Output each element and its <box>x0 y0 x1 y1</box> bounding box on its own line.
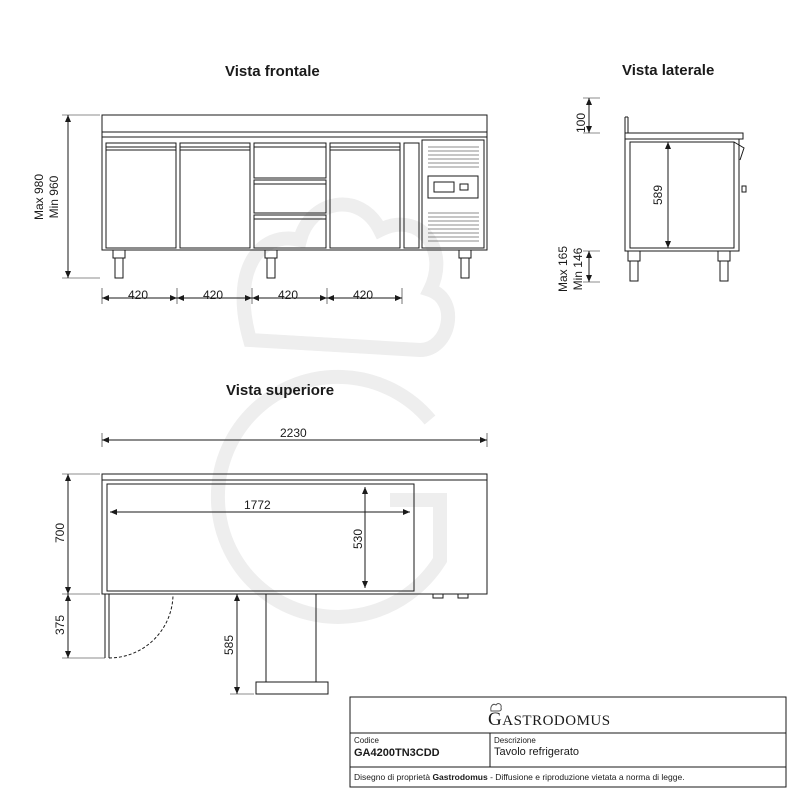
side-top-offset-label: 100 <box>574 112 588 134</box>
side-worktop <box>624 132 744 140</box>
brand-logo-text: GASTRODOMUS <box>488 709 611 730</box>
front-foot-1 <box>112 249 126 259</box>
top-door-swing-label: 375 <box>53 614 67 636</box>
side-inner-height-label: 589 <box>651 184 665 206</box>
top-total-width-label: 2230 <box>280 426 307 440</box>
front-display <box>427 175 479 199</box>
top-drawer-open <box>265 593 317 683</box>
front-foot-2 <box>264 249 278 259</box>
title-block <box>349 696 787 788</box>
front-width-label-4: 420 <box>353 288 374 302</box>
front-worktop <box>101 114 488 138</box>
side-foot-2 <box>717 250 731 262</box>
top-view-title: Vista superiore <box>226 382 335 399</box>
front-door-2 <box>179 142 251 249</box>
top-compartment <box>106 483 415 592</box>
top-view <box>62 433 488 695</box>
description-value: Tavolo refrigerato <box>494 746 579 758</box>
front-height-min-label: Min 960 <box>47 175 61 219</box>
ownership-notice: Disegno di proprietà Gastrodomus - Diffu… <box>354 772 685 782</box>
front-view <box>62 114 488 304</box>
front-drawer-1 <box>253 142 327 179</box>
vent-grille-bottom <box>428 212 479 242</box>
front-width-label-1: 420 <box>128 288 149 302</box>
front-foot-3 <box>458 249 472 259</box>
side-feet-max-label: Max 165 <box>556 245 570 293</box>
side-feet-min-label: Min 146 <box>571 247 585 291</box>
front-height-max-label: Max 980 <box>32 173 46 221</box>
top-body <box>101 473 488 595</box>
code-value: GA4200TN3CDD <box>354 747 440 759</box>
code-label: Codice <box>354 736 379 745</box>
top-inner-depth-label: 530 <box>351 528 365 550</box>
top-inner-width-label: 1772 <box>244 498 271 512</box>
side-view-title: Vista laterale <box>622 62 715 79</box>
front-control-panel <box>421 139 485 249</box>
side-view <box>583 97 747 283</box>
top-drawer-extension-label: 585 <box>222 634 236 656</box>
top-door-swing-arc <box>108 593 174 659</box>
front-door-4 <box>329 142 401 249</box>
side-body <box>624 138 740 252</box>
top-depth-label: 700 <box>53 522 67 544</box>
front-width-label-2: 420 <box>203 288 224 302</box>
front-drawer-3 <box>253 214 327 249</box>
vent-grille-top <box>428 146 479 168</box>
front-drawer-2 <box>253 179 327 214</box>
front-width-label-3: 420 <box>278 288 299 302</box>
front-view-title: Vista frontale <box>225 63 320 80</box>
side-foot-1 <box>627 250 641 262</box>
front-door-1 <box>105 142 177 249</box>
brand-logo-icon <box>490 703 502 712</box>
description-label: Descrizione <box>494 736 536 745</box>
front-body <box>101 136 488 251</box>
